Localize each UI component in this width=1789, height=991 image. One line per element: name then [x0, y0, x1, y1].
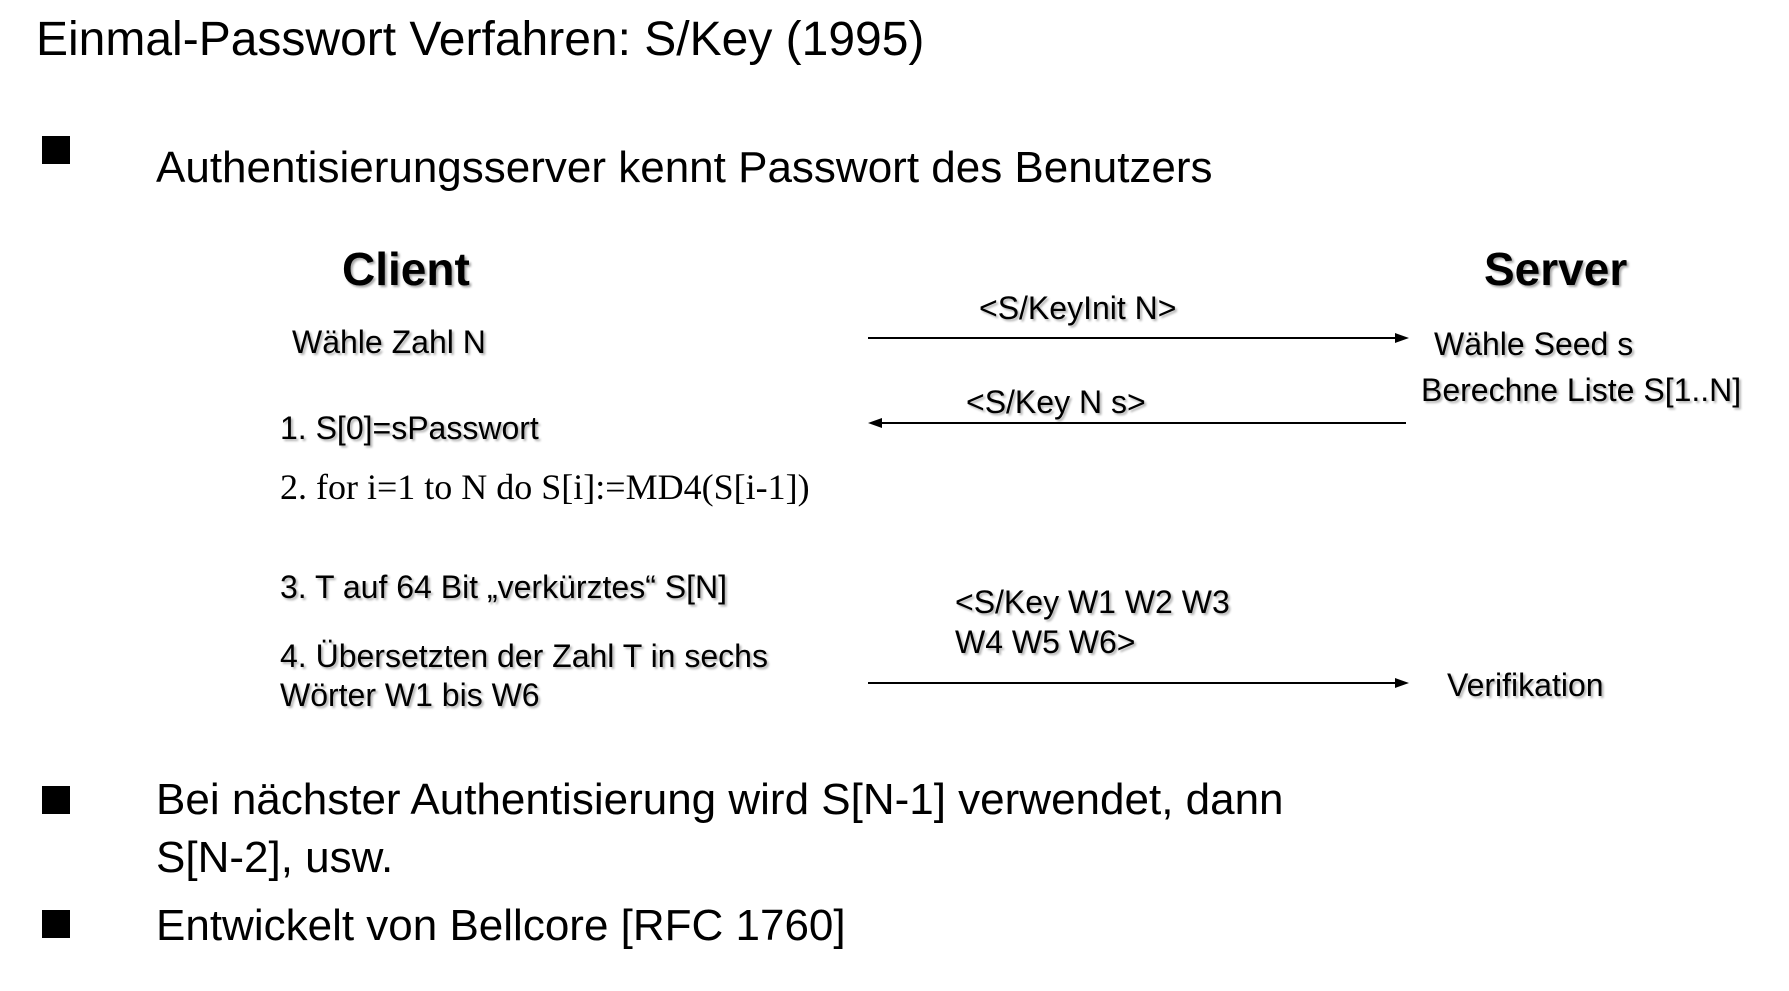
message-1-label: <S/KeyInit N> [979, 290, 1177, 326]
bullet-square-icon [42, 786, 70, 814]
page-title: Einmal-Passwort Verfahren: S/Key (1995) [36, 13, 925, 66]
bullet-2-text-line-2: S[N-2], usw. [156, 833, 394, 882]
arrow-server-to-client [868, 418, 1406, 428]
server-heading: Server [1484, 243, 1628, 295]
server-compute-list: Berechne Liste S[1..N] [1421, 372, 1742, 408]
client-step-2: 2. for i=1 to N do S[i]:=MD4(S[i-1]) [280, 467, 810, 507]
bullet-1-text: Authentisierungsserver kennt Passwort de… [156, 143, 1213, 192]
arrow-client-to-server-2 [868, 678, 1409, 688]
message-3-label-line-1: <S/Key W1 W2 W3 [955, 584, 1230, 620]
client-heading: Client [342, 243, 470, 295]
client-step-3: 3. T auf 64 Bit „verkürztes“ S[N] [280, 569, 727, 605]
message-3-label-line-2: W4 W5 W6> [955, 624, 1136, 660]
bullet-2-text-line-1: Bei nächster Authentisierung wird S[N-1]… [156, 775, 1284, 824]
client-choose-n: Wähle Zahl N [292, 324, 486, 360]
arrow-client-to-server-1 [868, 333, 1409, 343]
client-step-4-line-2: Wörter W1 bis W6 [280, 677, 540, 713]
server-verify: Verifikation [1447, 667, 1604, 703]
server-choose-seed: Wähle Seed s [1434, 326, 1634, 362]
client-step-4-line-1: 4. Übersetzten der Zahl T in sechs [280, 638, 768, 674]
bullet-3-text: Entwickelt von Bellcore [RFC 1760] [156, 901, 846, 950]
bullet-square-icon [42, 910, 70, 938]
bullet-square-icon [42, 136, 70, 164]
client-step-1: 1. S[0]=sPasswort [280, 410, 539, 446]
message-2-label: <S/Key N s> [966, 384, 1146, 420]
